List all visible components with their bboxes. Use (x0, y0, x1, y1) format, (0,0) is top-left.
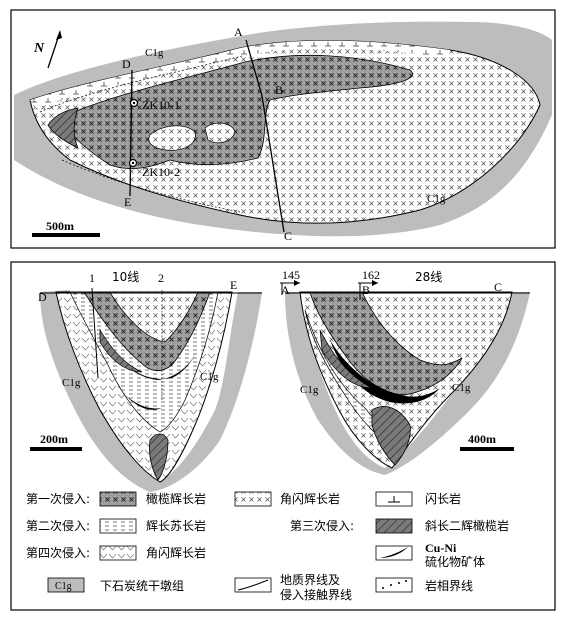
legend-swatch-hornblende-gabbro-4 (99, 545, 137, 561)
legend-swatch-lherzolite (375, 518, 413, 534)
section-10-formation-left: C1g (62, 377, 81, 389)
legend-contact-line1: 地质界线及 (280, 573, 340, 587)
olivine-gabbro-core (59, 54, 413, 170)
legend-row2-prefix: 第二次侵入: (26, 518, 90, 533)
borehole-label-2: ZK10-2 (142, 165, 180, 179)
host-rock-left-section (40, 290, 262, 492)
svg-text:500m: 500m (46, 219, 74, 233)
borehole-label-1: ZK10-1 (142, 98, 180, 112)
section-28-end-b: B (362, 283, 370, 297)
legend-olivine-gabbro: 橄榄辉长岩 (146, 491, 206, 506)
legend-swatch-ore (375, 545, 413, 561)
section-line-abc (245, 39, 285, 233)
line-marker-2: 2 (158, 271, 164, 285)
legend-contact-line2: 侵入接触界线 (280, 587, 352, 602)
section-line-de (129, 69, 133, 197)
sections-panel: 10线 1 2 D E C1g C1g 200m (10, 261, 556, 611)
point-c-label: C (284, 229, 292, 243)
section-28: 145 162 A B C 28线 C1g C1g 400m (280, 268, 530, 475)
section-10: 10线 1 2 D E C1g C1g 200m (30, 270, 262, 492)
section-10-formation-right: C1g (200, 371, 219, 383)
plagioclase-lherzolite-map (47, 107, 79, 149)
ore-body-right-1 (330, 340, 440, 404)
legend-facies: 岩相界线 (425, 578, 473, 593)
north-arrow-icon: N (33, 30, 62, 69)
legend: 第一次侵入: 橄榄辉长岩 角闪辉长岩 闪长岩 第二次侵入: 辉长苏长岩 第三次侵… (26, 491, 509, 602)
section-10-scale-bar: 200m (30, 432, 82, 451)
marker-145: 145 (282, 268, 300, 282)
marker-162: 162 (362, 268, 380, 282)
legend-lherzolite: 斜长二辉橄榄岩 (425, 518, 509, 533)
legend-gabbronorite: 辉长苏长岩 (146, 518, 206, 533)
legend-row2-mid-prefix: 第三次侵入: (290, 518, 354, 533)
formation-label-top: C1g (145, 47, 164, 59)
legend-row3-prefix: 第四次侵入: (26, 545, 90, 560)
ore-body-left-2 (125, 395, 162, 410)
map-panel: A B C D E ZK10-1 ZK10-2 C1g C1g N 500m (10, 9, 556, 249)
point-d-label: D (122, 57, 131, 71)
legend-row1-prefix: 第一次侵入: (26, 491, 90, 506)
legend-hornblende-gabbro-4: 角闪辉长岩 (146, 545, 206, 560)
svg-text:N: N (33, 41, 45, 56)
legend-swatch-olivine-gabbro (99, 491, 137, 507)
formation-label-bottom: C1g (427, 193, 446, 205)
section-10-title: 10线 (112, 270, 139, 284)
point-b-label: B (275, 83, 283, 97)
map-scale-bar: 500m (32, 219, 100, 237)
point-a-label: A (234, 25, 243, 39)
legend-hornblende-gabbro: 角闪辉长岩 (280, 491, 340, 506)
legend-ore-line1: Cu-Ni (425, 541, 457, 555)
legend-swatch-hornblende-gabbro (234, 491, 272, 507)
legend-c1g: 下石炭统干墩组 (100, 579, 184, 593)
section-28-formation-right: C1g (452, 382, 471, 394)
legend-swatch-gabbronorite (99, 518, 137, 534)
legend-c1g-code: C1g (55, 581, 72, 592)
svg-text:200m: 200m (40, 432, 68, 446)
legend-swatch-c1g (47, 577, 85, 593)
ore-body-left-1 (118, 352, 196, 380)
section-28-end-c: C (494, 280, 502, 294)
section-28-formation-left: C1g (300, 384, 319, 396)
section-28-end-a: A (281, 283, 290, 297)
svg-text:400m: 400m (468, 432, 496, 446)
section-10-end-d: D (38, 290, 47, 304)
section-10-end-e: E (230, 278, 237, 292)
diorite-rim (30, 40, 450, 108)
line-marker-1: 1 (89, 271, 95, 285)
legend-ore-line2: 硫化物矿体 (425, 554, 485, 569)
section-28-title: 28线 (415, 270, 442, 284)
section-28-scale-bar: 400m (460, 432, 514, 451)
legend-swatch-facies (375, 577, 413, 593)
legend-diorite: 闪长岩 (425, 491, 461, 506)
point-e-label: E (124, 195, 131, 209)
